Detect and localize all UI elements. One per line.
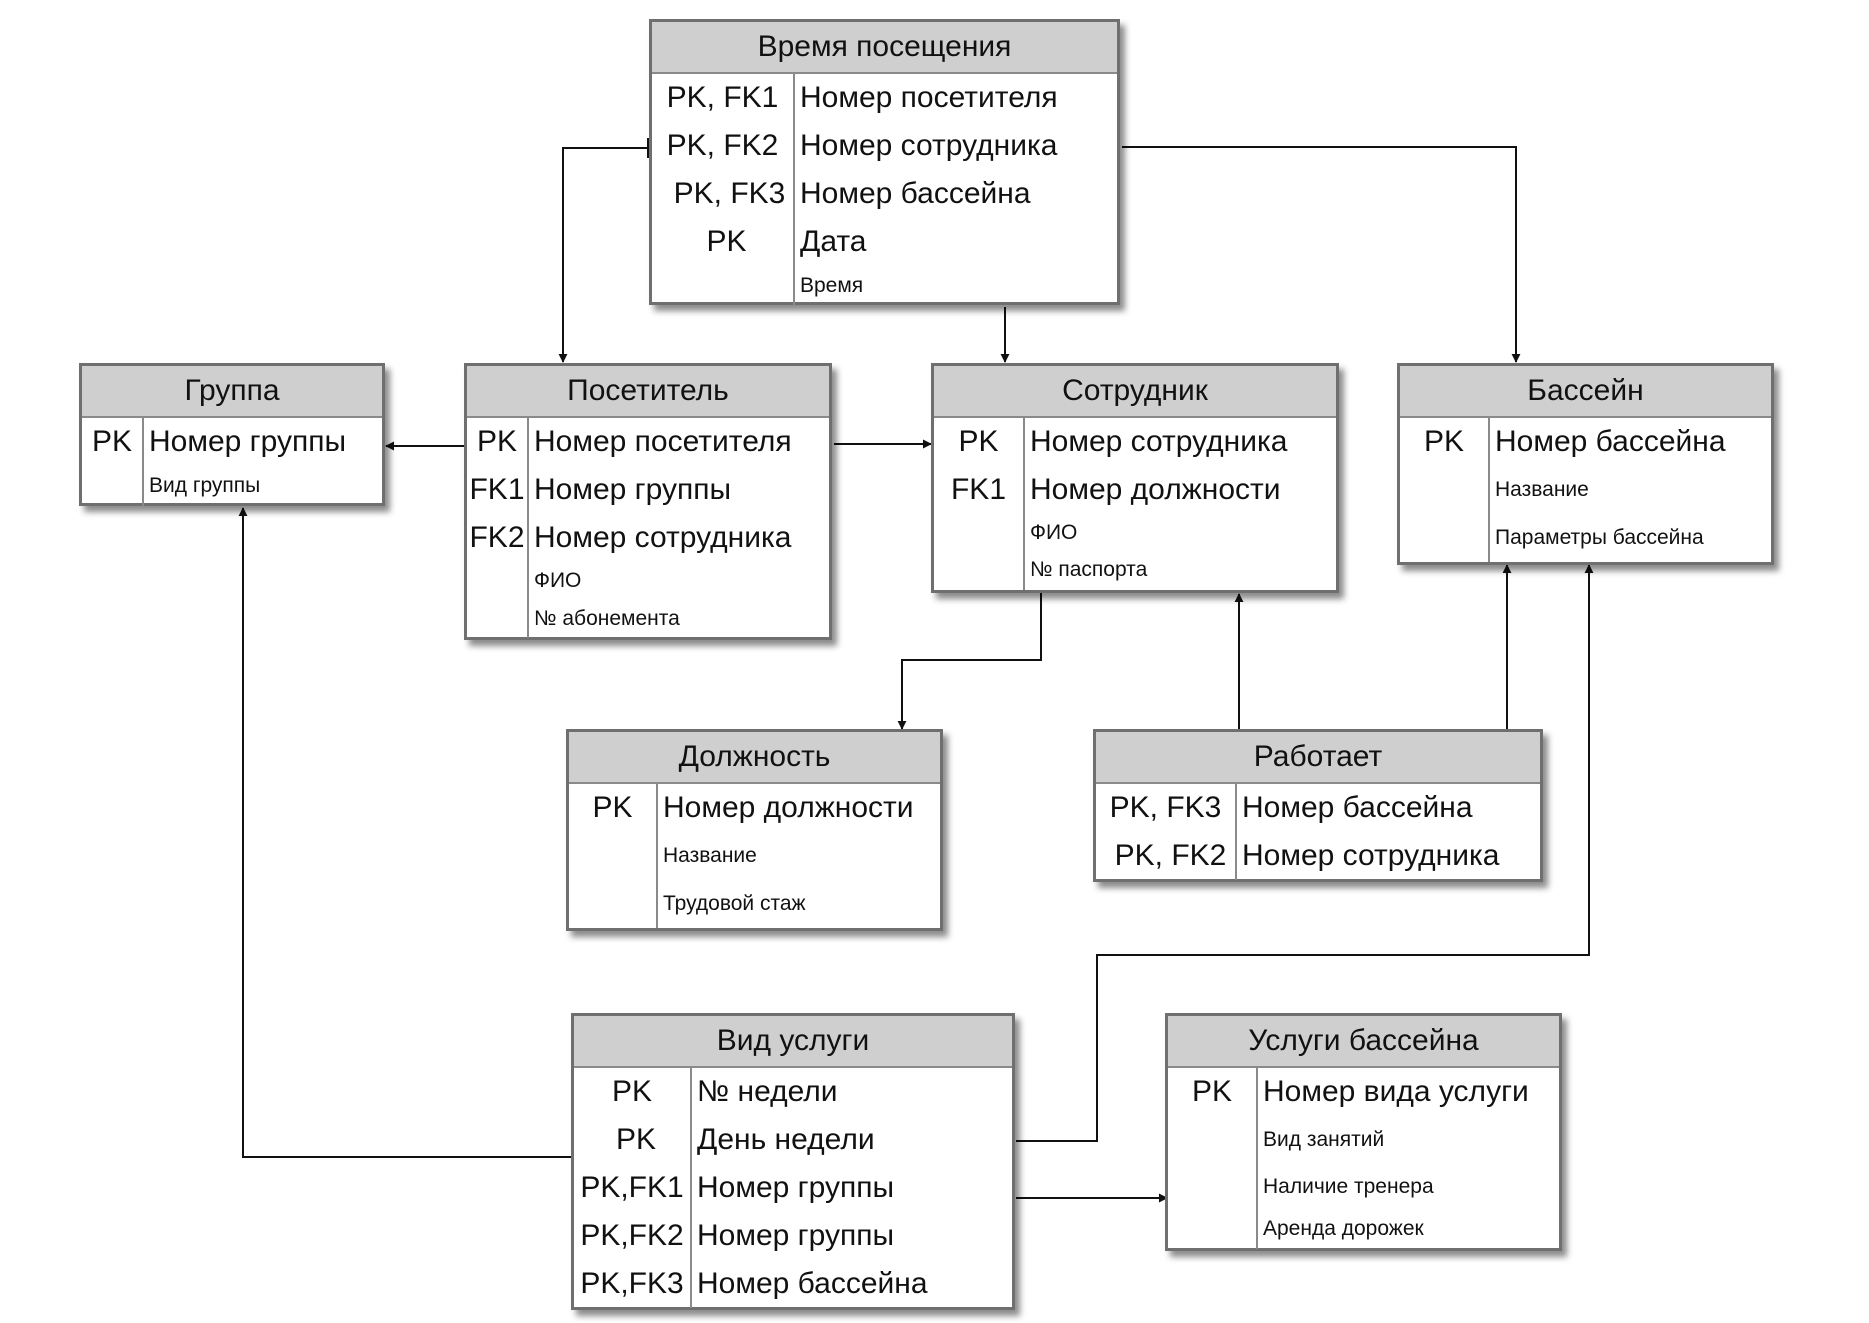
connector-vremya-posetitel (558, 147, 648, 363)
key-label (1168, 1164, 1256, 1209)
key-label (934, 514, 1023, 551)
attribute-label: № абонемента (534, 607, 680, 630)
connector-sotrudnik-dolzhnost (897, 593, 1042, 730)
attribute-label: ФИО (1030, 520, 1078, 544)
key-label (1400, 466, 1488, 514)
key-label (934, 551, 1023, 588)
connector-vid-uslugi-gruppa (238, 507, 572, 1158)
attribute-label: Номер посетителя (800, 81, 1058, 114)
key-label: PK, FK2 (1114, 839, 1227, 872)
entity-gruppa[interactable]: Группа PK Номер группы Вид группы (79, 363, 385, 506)
attribute-label: Аренда дорожек (1263, 1217, 1424, 1240)
entity-title: Должность (569, 732, 940, 784)
attribute-label: Номер бассейна (1242, 791, 1473, 824)
entity-posetitel[interactable]: Посетитель PK FK1 FK2 Номер посетителя Н… (464, 363, 832, 640)
attribute-label: Название (1495, 478, 1589, 501)
attribute-label: Номер группы (534, 473, 732, 506)
key-label (1168, 1116, 1256, 1164)
key-label (82, 466, 142, 506)
entity-sotrudnik[interactable]: Сотрудник PK FK1 Номер сотрудника Номер … (931, 363, 1339, 593)
connector-vremya-bassein (1122, 146, 1521, 363)
key-label (569, 880, 656, 928)
attribute-label: Номер вида услуги (1263, 1075, 1529, 1108)
key-label: PK (706, 225, 747, 258)
key-label (467, 562, 527, 600)
attribute-label: Номер бассейна (697, 1267, 928, 1300)
attribute-label: Номер посетителя (534, 425, 792, 458)
key-label: PK (615, 1123, 657, 1156)
key-label (569, 832, 656, 880)
key-label: PK (1191, 1075, 1233, 1108)
key-label: PK,FK3 (580, 1267, 684, 1300)
key-label (467, 600, 527, 638)
attribute-label: Параметры бассейна (1495, 526, 1704, 549)
entity-title: Время посещения (652, 22, 1117, 74)
entity-title: Вид услуги (574, 1016, 1012, 1068)
attribute-label: Название (663, 844, 757, 867)
attribute-label: Время (800, 274, 864, 297)
key-label: FK1 (469, 473, 525, 506)
entity-title: Группа (82, 366, 382, 418)
attribute-label: ФИО (534, 569, 582, 592)
attribute-label: Номер сотрудника (534, 521, 792, 554)
entity-title: Услуги бассейна (1168, 1016, 1559, 1068)
key-label: PK, FK3 (1109, 791, 1222, 824)
attribute-label: Номер бассейна (800, 177, 1031, 210)
key-label: PK (611, 1075, 653, 1108)
entity-title: Сотрудник (934, 366, 1336, 418)
attribute-label: Вид группы (149, 474, 261, 497)
entity-bassein[interactable]: Бассейн PK Номер бассейна Название Парам… (1397, 363, 1774, 565)
attribute-label: Номер сотрудника (1030, 425, 1288, 458)
key-label: PK,FK1 (580, 1171, 684, 1204)
attribute-label: День недели (697, 1123, 875, 1156)
key-label: PK (476, 425, 518, 458)
attribute-label: Номер группы (697, 1171, 895, 1204)
connector-vid-uslugi-bassein (1016, 564, 1594, 1142)
key-label: PK, FK1 (666, 81, 779, 114)
key-label: PK, FK2 (666, 129, 779, 162)
key-label: PK (592, 791, 633, 824)
key-label: PK, FK3 (673, 177, 786, 210)
key-label (1168, 1209, 1256, 1249)
entity-vid-uslugi[interactable]: Вид услуги PK PK PK,FK1 PK,FK2 PK,FK3 № … (571, 1013, 1015, 1310)
attribute-label: Номер должности (1030, 473, 1281, 506)
attribute-label: Номер сотрудника (1242, 839, 1500, 872)
attribute-label: Номер должности (663, 791, 914, 824)
entity-title: Работает (1096, 732, 1540, 784)
attribute-label: Номер группы (149, 425, 347, 458)
attribute-label: Вид занятий (1263, 1128, 1385, 1151)
attribute-label: № паспорта (1030, 557, 1148, 581)
entity-dolzhnost[interactable]: Должность PK Номер должности Название Тр… (566, 729, 943, 931)
attribute-label: Номер сотрудника (800, 129, 1058, 162)
attribute-label: Наличие тренера (1263, 1174, 1434, 1198)
key-label: FK2 (469, 521, 525, 554)
entity-vremya-poseshcheniya[interactable]: Время посещения PK, FK1 PK, FK2 PK, FK3 … (649, 19, 1120, 306)
attribute-label: Трудовой стаж (663, 892, 806, 915)
key-label: PK (1423, 425, 1465, 458)
entity-title: Посетитель (467, 366, 829, 418)
key-label: PK,FK2 (580, 1219, 684, 1252)
entity-title: Бассейн (1400, 366, 1771, 418)
key-label: FK1 (950, 473, 1007, 506)
attribute-label: Номер бассейна (1495, 425, 1726, 458)
entity-uslugi-basseina[interactable]: Услуги бассейна PK Номер вида услуги Вид… (1165, 1013, 1562, 1251)
attribute-label: Номер группы (697, 1219, 895, 1252)
attribute-label: № недели (697, 1075, 838, 1108)
key-label (652, 266, 793, 306)
key-label: PK (91, 425, 133, 458)
key-label: PK (958, 425, 999, 458)
attribute-label: Дата (800, 225, 867, 258)
entity-rabotaet[interactable]: Работает PK, FK3 PK, FK2 Номер бассейна … (1093, 729, 1543, 882)
key-label (1400, 514, 1488, 562)
